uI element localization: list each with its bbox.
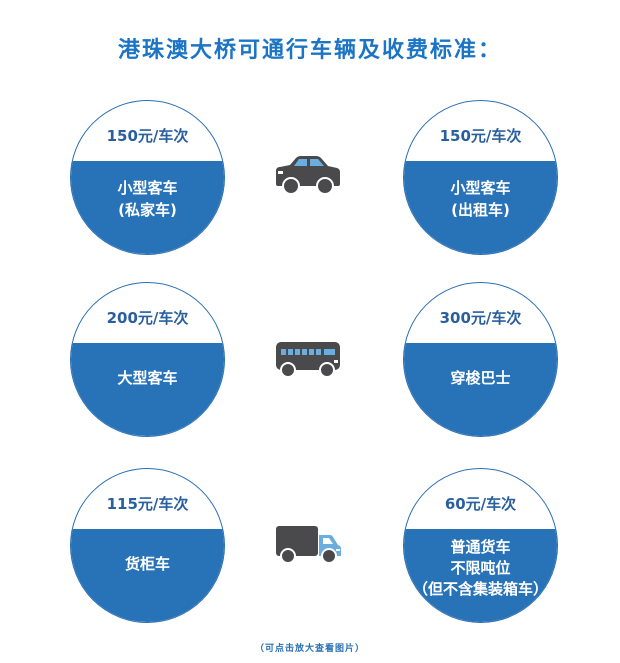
- fee-circle-private-car: 150元/车次 小型客车 (私家车): [70, 100, 225, 255]
- fee-circle-large-bus: 200元/车次 大型客车: [70, 282, 225, 437]
- fee-circle-ordinary-truck: 60元/车次 普通货车 不限吨位 （但不含集装箱车）: [403, 468, 558, 623]
- vehicle-type: 小型客车 (出租车): [404, 161, 557, 254]
- vehicle-type-line: (私家车): [118, 201, 177, 219]
- vehicle-type-line: 货柜车: [124, 555, 170, 573]
- vehicle-type: 货柜车: [71, 529, 224, 622]
- vehicle-type-line: (出租车): [451, 201, 510, 219]
- page-title: 港珠澳大桥可通行车辆及收费标准：: [117, 38, 502, 63]
- vehicle-type: 小型客车 (私家车): [71, 161, 224, 254]
- car-icon: [276, 156, 340, 195]
- vehicle-type-line: 不限吨位: [450, 559, 511, 577]
- vehicle-type: 穿梭巴士: [404, 343, 557, 436]
- price-label: 115元/车次: [106, 494, 189, 513]
- fee-circle-taxi: 150元/车次 小型客车 (出租车): [403, 100, 558, 255]
- footer-note: （可点击放大查看图片）: [254, 644, 365, 654]
- price-label: 60元/车次: [444, 494, 517, 513]
- vehicle-type-line: 小型客车: [117, 179, 178, 197]
- vehicle-type-line: 普通货车: [450, 538, 511, 556]
- fee-circle-shuttle-bus: 300元/车次 穿梭巴士: [403, 282, 558, 437]
- price-label: 200元/车次: [106, 308, 189, 327]
- fee-circle-container-truck: 115元/车次 货柜车: [70, 468, 225, 623]
- vehicle-type-line: 大型客车: [117, 369, 178, 387]
- vehicle-type-line: 穿梭巴士: [450, 369, 511, 387]
- price-label: 150元/车次: [439, 126, 522, 145]
- vehicle-type: 大型客车: [71, 343, 224, 436]
- bus-icon: [276, 342, 340, 378]
- vehicle-type-line: 小型客车: [450, 179, 511, 197]
- vehicle-type: 普通货车 不限吨位 （但不含集装箱车）: [404, 529, 557, 622]
- price-label: 300元/车次: [439, 308, 522, 327]
- vehicle-type-line: （但不含集装箱车）: [412, 580, 548, 598]
- truck-icon: [276, 526, 341, 564]
- price-label: 150元/车次: [106, 126, 189, 145]
